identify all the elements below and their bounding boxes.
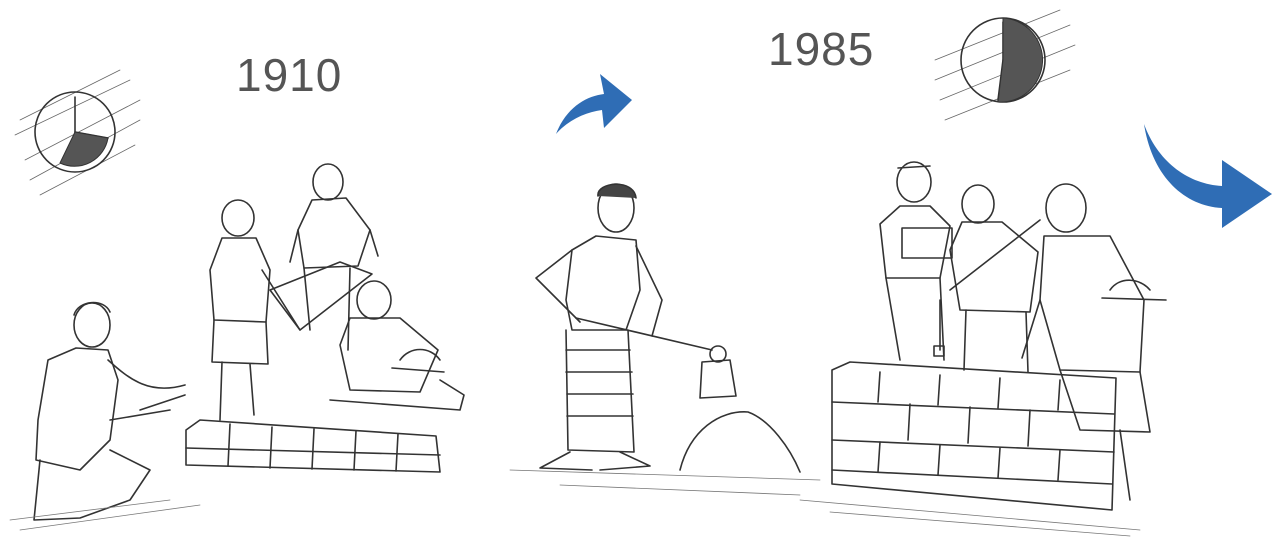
brick-stack	[185, 419, 441, 473]
curved-arrow-icon	[1144, 124, 1272, 228]
year-label-1985: 1985	[768, 23, 875, 75]
ground-shading	[9, 469, 1141, 537]
worker-figure	[289, 163, 379, 351]
rammer-head	[699, 359, 737, 399]
clock-icon	[14, 69, 141, 196]
block-wall	[831, 361, 1117, 511]
year-label-1910: 1910	[236, 49, 343, 101]
worker-figure	[535, 183, 663, 471]
mould-frame	[269, 261, 373, 331]
curved-arrow-icon	[556, 74, 632, 134]
soil-mound	[679, 411, 801, 473]
worker-figure	[879, 161, 953, 361]
clock-icon	[934, 9, 1076, 121]
worker-figure	[33, 301, 186, 521]
worker-figure	[1021, 183, 1167, 501]
rammer-tool	[575, 317, 713, 351]
worker-figure	[209, 199, 301, 421]
worker-figure	[329, 280, 465, 411]
rammer-handle	[709, 345, 727, 363]
worker-figure	[933, 184, 1041, 373]
